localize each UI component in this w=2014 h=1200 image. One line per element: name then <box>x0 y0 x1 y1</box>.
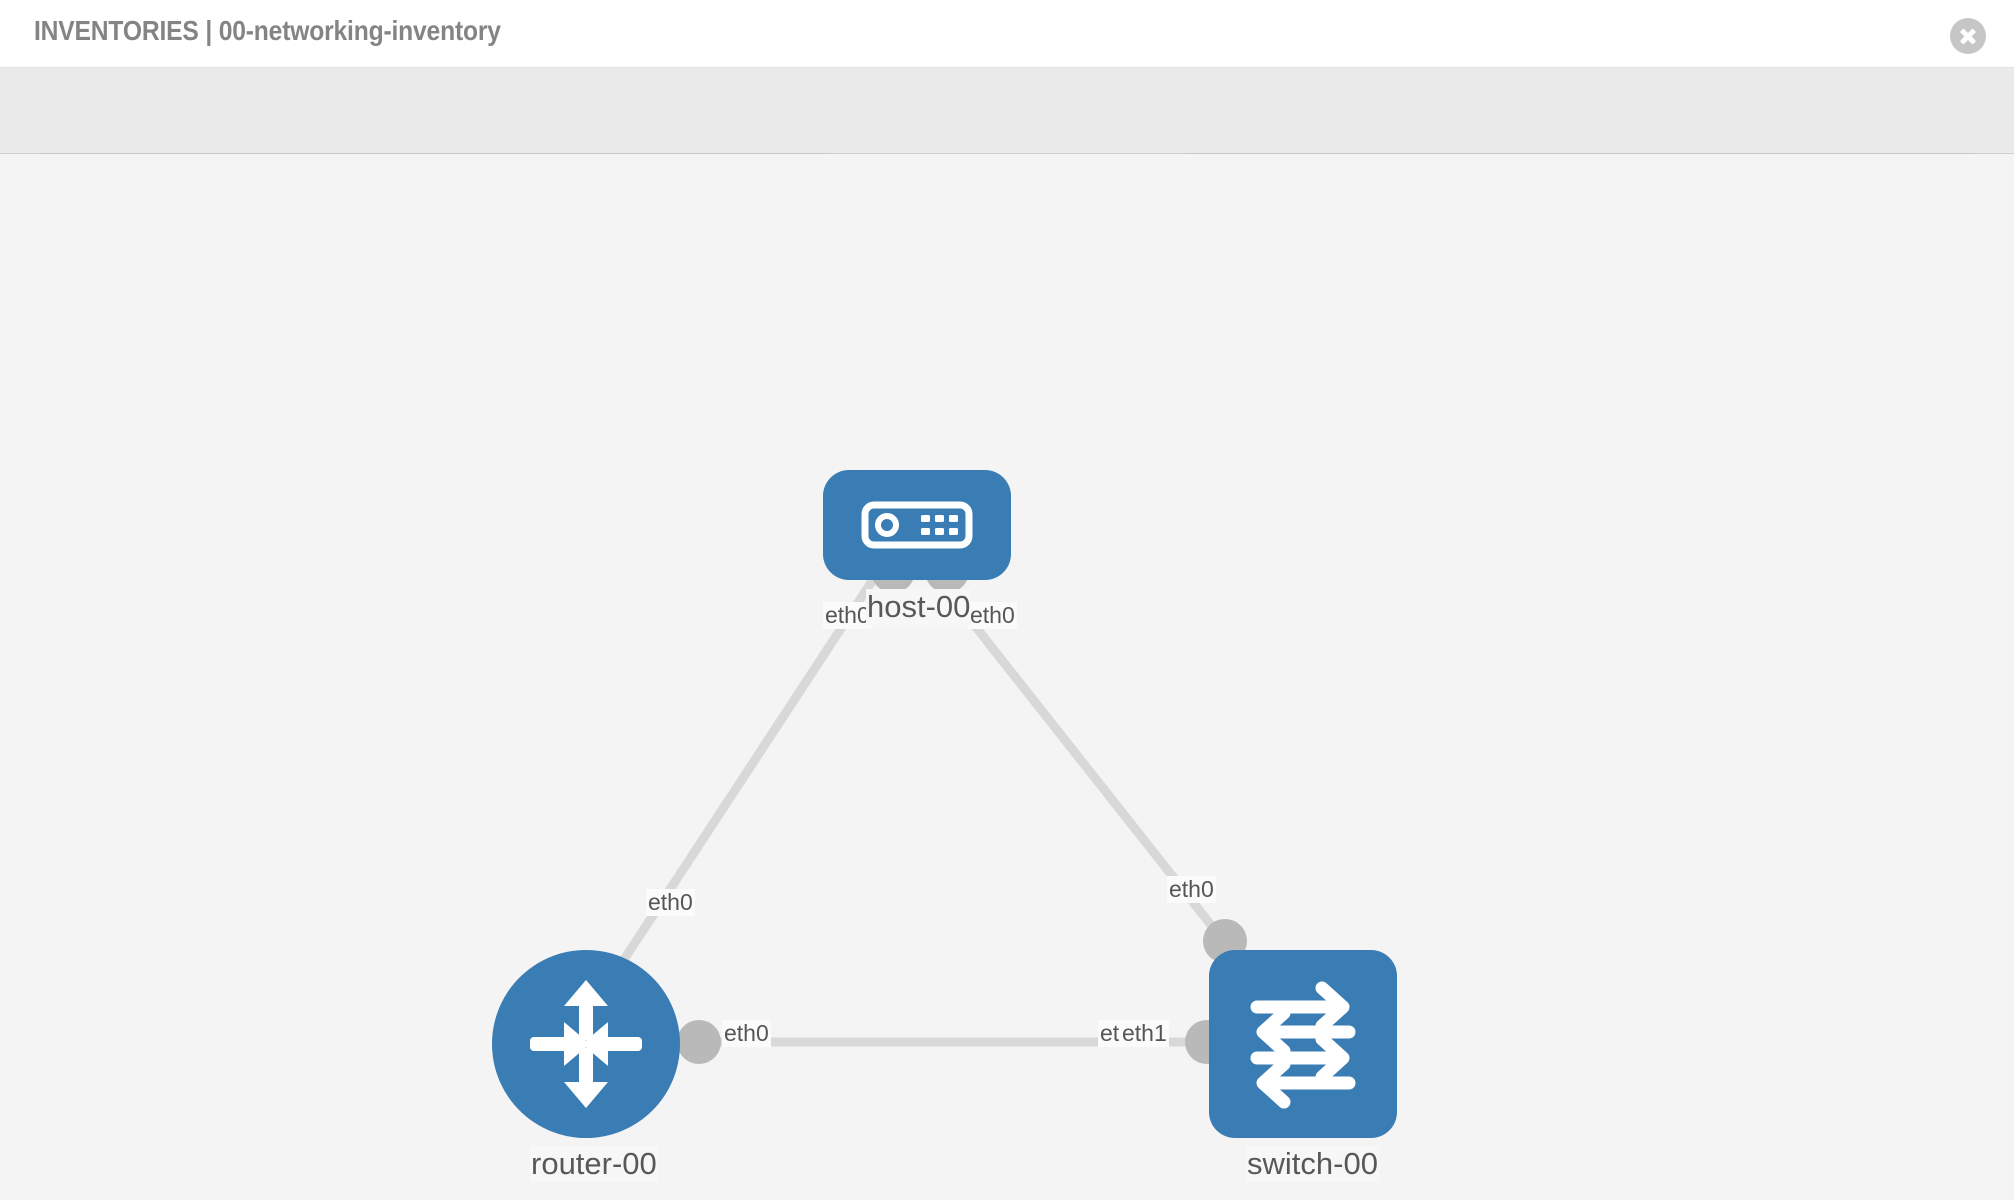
router-arrows-icon <box>530 980 642 1108</box>
topology-canvas[interactable]: host-00 router-0 <box>0 154 2014 1200</box>
edge-label-router00-host-eth0: eth0 <box>646 889 695 916</box>
edge-label-switch00-eth1: eth1 <box>1120 1020 1169 1047</box>
edge-label-host00-eth0-left: eth0 <box>823 602 872 629</box>
node-router-00[interactable] <box>492 950 680 1138</box>
node-label-switch-00: switch-00 <box>1246 1146 1379 1182</box>
switch-arrows-icon <box>1250 981 1356 1109</box>
node-label-host-00: host-00 <box>866 589 972 625</box>
edge-label-host00-eth0-right: eth0 <box>968 602 1017 629</box>
node-host-00[interactable] <box>823 470 1011 580</box>
port-dot-router00-right <box>677 1020 721 1064</box>
edge-label-switch00-host-eth0: eth0 <box>1167 876 1216 903</box>
close-icon[interactable] <box>1950 18 1986 54</box>
node-switch-00[interactable] <box>1209 950 1397 1138</box>
edge-label-router00-eth0: eth0 <box>722 1020 771 1047</box>
toolbar: ACTIONS SEARCH <box>0 68 2014 205</box>
node-label-router-00: router-00 <box>530 1146 658 1182</box>
link-host00-router00 <box>581 566 884 1022</box>
server-icon <box>861 501 973 549</box>
titlebar: INVENTORIES | 00-networking-inventory <box>0 0 2014 68</box>
topology-links <box>581 566 1234 1047</box>
page-title: INVENTORIES | 00-networking-inventory <box>34 15 501 46</box>
